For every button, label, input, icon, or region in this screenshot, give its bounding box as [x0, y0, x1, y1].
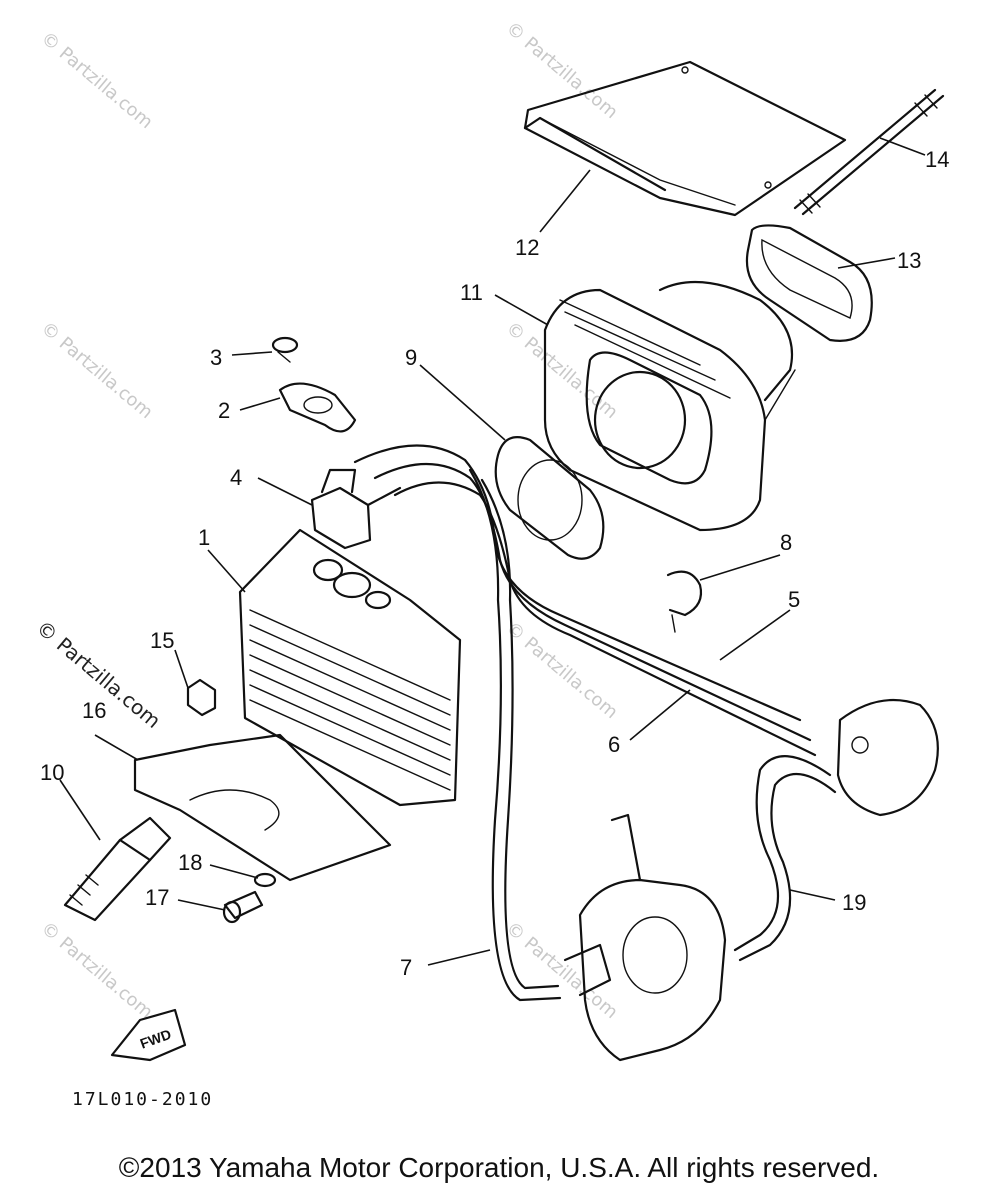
callout-2: 2 — [218, 398, 230, 423]
hose-part-19 — [733, 755, 837, 962]
fwd-arrow: FWD — [110, 1008, 187, 1062]
callout-9: 9 — [405, 345, 417, 370]
watermark: © Partzilla.com — [37, 28, 157, 133]
cover-plate-part-12 — [523, 60, 847, 217]
hose-part-7 — [468, 468, 562, 1002]
clip-part-8 — [666, 570, 703, 633]
watermark: © Partzilla.com — [37, 318, 157, 423]
connector-part-4 — [310, 468, 402, 550]
watermark: © Partzilla.com — [502, 18, 622, 123]
leader-lines — [59, 137, 926, 966]
diagram-code: 17L010-2010 — [72, 1089, 213, 1110]
callout-8: 8 — [780, 530, 792, 555]
watermarks: © Partzilla.com © Partzilla.com © Partzi… — [37, 18, 622, 1023]
callout-18: 18 — [178, 850, 202, 875]
cylinder-head-part-1 — [238, 528, 462, 807]
callout-17: 17 — [145, 885, 169, 910]
stud-bolt-part-14 — [793, 88, 945, 216]
callout-19: 19 — [842, 890, 866, 915]
callout-12: 12 — [515, 235, 539, 260]
callout-7: 7 — [400, 955, 412, 980]
callouts: 14 12 13 11 3 9 2 4 1 8 5 15 16 6 10 18 … — [40, 147, 949, 980]
callout-14: 14 — [925, 147, 949, 172]
gasket-part-13 — [745, 224, 873, 342]
copyright-notice: ©2013 Yamaha Motor Corporation, U.S.A. A… — [118, 1152, 880, 1183]
callout-10: 10 — [40, 760, 64, 785]
callout-4: 4 — [230, 465, 242, 490]
bolt-part-17 — [222, 890, 264, 924]
gasket-part-9 — [494, 436, 605, 560]
callout-13: 13 — [897, 248, 921, 273]
callout-5: 5 — [788, 587, 800, 612]
callout-11: 11 — [460, 280, 483, 305]
nut-part-15 — [186, 678, 217, 717]
washer-part-18 — [253, 872, 277, 888]
watermark: © Partzilla.com — [502, 318, 622, 423]
callout-6: 6 — [608, 732, 620, 757]
bolt-part-3 — [271, 336, 299, 363]
callout-1: 1 — [198, 525, 210, 550]
watermark: © Partzilla.com — [502, 918, 622, 1023]
callout-3: 3 — [210, 345, 222, 370]
valve-assembly — [836, 698, 939, 817]
hose-part-5-6 — [353, 444, 817, 757]
callout-16: 16 — [82, 698, 106, 723]
bracket-part-16 — [133, 733, 392, 882]
callout-15: 15 — [150, 628, 174, 653]
plate-part-2 — [278, 382, 357, 433]
cylinder-part-11 — [543, 280, 796, 532]
watermark: © Partzilla.com — [37, 918, 157, 1023]
spark-plug-part-10 — [63, 816, 172, 922]
carburetor — [563, 813, 727, 1062]
fwd-label: FWD — [138, 1026, 173, 1052]
